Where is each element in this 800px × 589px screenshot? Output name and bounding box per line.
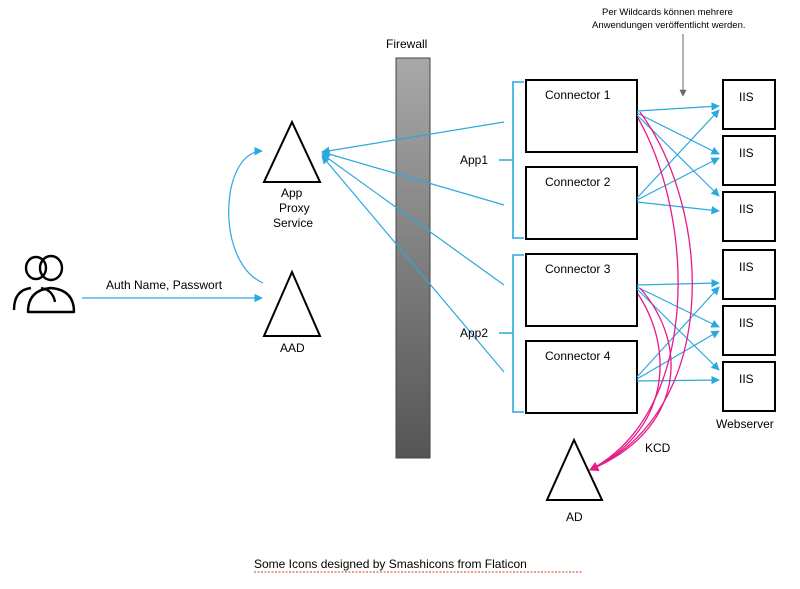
firewall-bar	[395, 57, 431, 459]
credit-text: Some Icons designed by Smashicons from F…	[254, 557, 527, 571]
connector-1-box	[525, 79, 638, 153]
app1-label: App1	[460, 153, 488, 167]
connector-to-iis-lines	[636, 102, 720, 385]
proxy-line-3: Service	[273, 216, 313, 230]
app2-brace	[499, 254, 524, 413]
connector-2-box	[525, 166, 638, 240]
app2-label: App2	[460, 326, 488, 340]
app-proxy-triangle	[262, 119, 322, 183]
users-icon	[12, 254, 76, 314]
iis-server-3-box	[722, 191, 776, 242]
iis-server-6-label: IIS	[739, 372, 754, 386]
ad-label: AD	[566, 510, 583, 524]
connector-3-box	[525, 253, 638, 327]
aad-triangle	[262, 269, 322, 337]
app1-brace	[499, 81, 524, 239]
webserver-label: Webserver	[716, 417, 774, 431]
ad-triangle	[545, 437, 604, 501]
aad-to-proxy-arrow	[228, 147, 264, 284]
note-line-2: Anwendungen veröffentlicht werden.	[592, 20, 746, 31]
connector-4-box	[525, 340, 638, 414]
aad-label: AAD	[280, 341, 305, 355]
auth-label: Auth Name, Passwort	[106, 278, 223, 292]
iis-server-3-label: IIS	[739, 202, 754, 216]
iis-server-1-label: IIS	[739, 90, 754, 104]
note-line-1: Per Wildcards können mehrere	[602, 7, 733, 18]
connector-3-label: Connector 3	[545, 262, 611, 276]
proxy-line-1: App	[281, 186, 303, 200]
iis-server-2-label: IIS	[739, 146, 754, 160]
iis-server-1-box	[722, 79, 776, 130]
firewall-label: Firewall	[386, 37, 427, 51]
iis-server-4-box	[722, 249, 776, 300]
kcd-lines	[589, 111, 693, 471]
iis-server-6-box	[722, 361, 776, 412]
kcd-label: KCD	[645, 441, 671, 455]
connector-2-label: Connector 2	[545, 175, 611, 189]
iis-server-5-label: IIS	[739, 316, 754, 330]
connector-to-proxy-lines	[321, 121, 505, 373]
iis-server-2-box	[722, 135, 776, 186]
proxy-line-2: Proxy	[279, 201, 310, 215]
connector-4-label: Connector 4	[545, 349, 611, 363]
iis-server-4-label: IIS	[739, 260, 754, 274]
iis-server-5-box	[722, 305, 776, 356]
connector-1-label: Connector 1	[545, 88, 611, 102]
